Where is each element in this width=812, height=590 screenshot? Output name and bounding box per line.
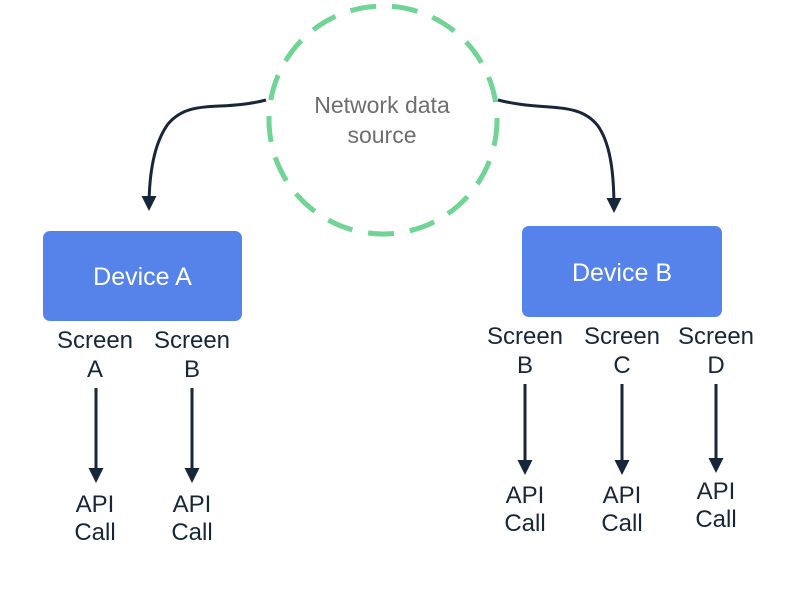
network-label-line1: Network data — [314, 92, 450, 118]
device-a-label: Device A — [93, 263, 192, 291]
device-b-label: Device B — [572, 259, 672, 287]
device-a: Device A — [43, 231, 242, 321]
screen-label-line2: B — [184, 356, 200, 383]
screen-label-line2: D — [707, 352, 724, 379]
device-b: Device B — [522, 226, 722, 317]
device-b-box — [522, 226, 722, 317]
api-call-label-line1: API — [76, 491, 115, 518]
screen-label-line1: Screen — [154, 327, 230, 354]
screen-label-line1: Screen — [57, 327, 133, 354]
device-a-screen-a: Screen A API Call — [57, 327, 133, 546]
api-call-label-line1: API — [697, 478, 736, 505]
api-call-label-line2: Call — [601, 510, 642, 537]
screen-label-line1: Screen — [584, 323, 660, 350]
api-call-label-line1: API — [506, 482, 545, 509]
api-call-label-line2: Call — [504, 510, 545, 537]
network-to-device-b-arrow — [497, 98, 622, 213]
screen-label-line2: B — [517, 352, 533, 379]
api-call-label-line1: API — [173, 491, 212, 518]
device-a-box — [43, 231, 242, 321]
screen-label-line2: A — [87, 356, 103, 383]
screen-label-line2: C — [613, 352, 630, 379]
network-label-line2: source — [347, 122, 416, 148]
network-data-source: Network data source — [266, 3, 500, 237]
device-a-screen-b: Screen B API Call — [154, 327, 230, 546]
api-call-label-line2: Call — [74, 519, 115, 546]
network-to-device-a-arrow — [141, 98, 267, 211]
api-call-label-line1: API — [603, 482, 642, 509]
device-b-screen-b: Screen B API Call — [487, 323, 563, 537]
device-b-screen-d: Screen D API Call — [678, 323, 754, 533]
api-call-label-line2: Call — [695, 506, 736, 533]
device-b-screen-c: Screen C API Call — [584, 323, 660, 537]
screen-label-line1: Screen — [487, 323, 563, 350]
api-call-label-line2: Call — [171, 519, 212, 546]
network-ring — [266, 3, 500, 237]
screen-label-line1: Screen — [678, 323, 754, 350]
